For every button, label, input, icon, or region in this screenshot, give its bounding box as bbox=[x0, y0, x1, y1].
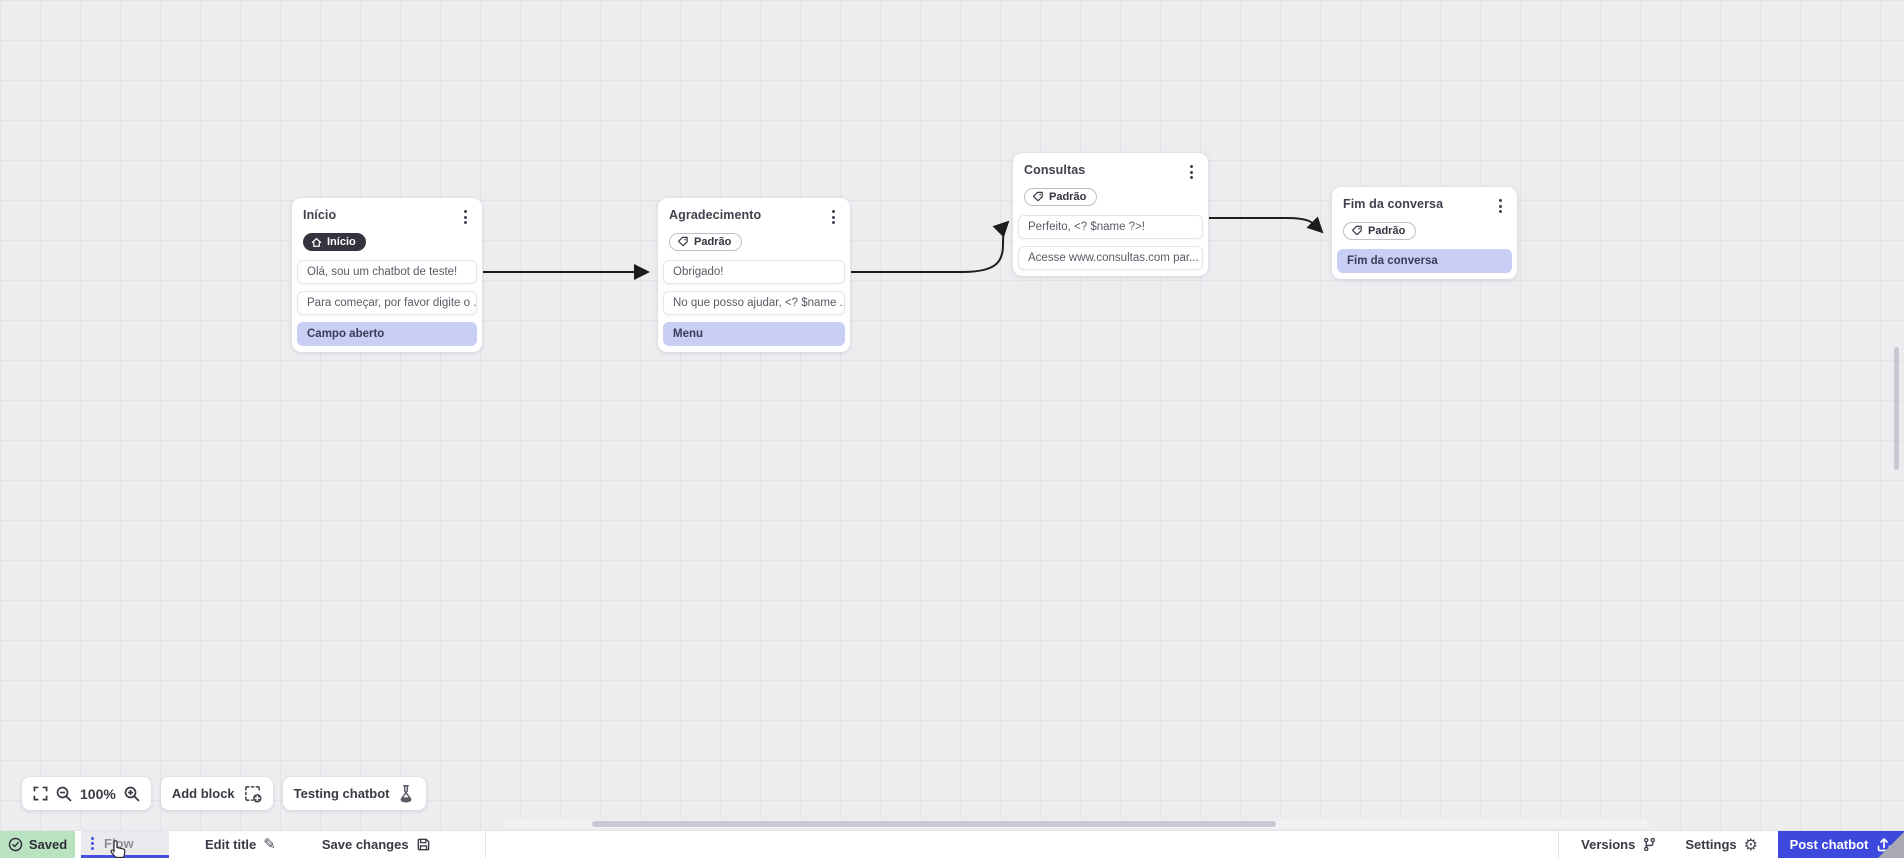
tag-icon bbox=[677, 236, 689, 248]
zoom-out-icon bbox=[56, 786, 72, 802]
node-row[interactable]: Campo aberto bbox=[297, 322, 477, 346]
connector-agradecimento-consultas[interactable] bbox=[851, 222, 1008, 272]
node-title: Fim da conversa bbox=[1343, 197, 1443, 211]
flow-node-fim-da-conversa[interactable]: Fim da conversa Padrão Fim da conversa bbox=[1332, 187, 1517, 279]
statusbar-spacer bbox=[486, 831, 1559, 858]
add-block-icon bbox=[243, 784, 262, 803]
versions-button[interactable]: Versions bbox=[1567, 831, 1671, 858]
node-row[interactable]: Menu bbox=[663, 322, 845, 346]
node-type-badge: Padrão bbox=[669, 233, 742, 251]
canvas-toolbar: 100% Add block Testing chatbot bbox=[22, 777, 426, 810]
edit-title-button[interactable]: Edit title ✎ bbox=[191, 831, 290, 858]
statusbar-divider bbox=[1558, 831, 1559, 858]
flask-icon bbox=[397, 784, 415, 803]
node-type-badge: Padrão bbox=[1343, 222, 1416, 240]
node-row[interactable]: Olá, sou um chatbot de teste! bbox=[297, 260, 477, 284]
zoom-out-button[interactable] bbox=[56, 786, 72, 802]
versions-branch-icon bbox=[1642, 837, 1657, 852]
save-icon bbox=[416, 837, 431, 852]
bottom-status-bar: Saved Flow Edit title ✎ Save changes Ver… bbox=[0, 830, 1904, 858]
add-block-button[interactable]: Add block bbox=[161, 777, 273, 810]
zoom-controls: 100% bbox=[22, 777, 151, 810]
flow-node-agradecimento[interactable]: Agradecimento Padrão Obrigado! No que po… bbox=[658, 198, 850, 352]
home-icon bbox=[311, 237, 322, 248]
node-menu-button[interactable] bbox=[461, 208, 470, 226]
node-menu-button[interactable] bbox=[1496, 197, 1505, 215]
vertical-scrollbar-thumb[interactable] bbox=[1894, 347, 1899, 470]
node-title: Consultas bbox=[1024, 163, 1085, 177]
gear-icon: ⚙ bbox=[1744, 837, 1758, 853]
node-row[interactable]: No que posso ajudar, <? $name ... bbox=[663, 291, 845, 315]
node-row[interactable]: Fim da conversa bbox=[1337, 249, 1512, 273]
flow-node-inicio[interactable]: Início Início Olá, sou um chatbot de tes… bbox=[292, 198, 482, 352]
node-type-badge: Padrão bbox=[1024, 188, 1097, 206]
node-title: Agradecimento bbox=[669, 208, 761, 222]
flow-node-consultas[interactable]: Consultas Padrão Perfeito, <? $name ?>! … bbox=[1013, 153, 1208, 276]
node-row[interactable]: Perfeito, <? $name ?>! bbox=[1018, 215, 1203, 239]
tab-flow[interactable]: Flow bbox=[81, 831, 169, 858]
flow-edges bbox=[0, 0, 1904, 830]
node-title: Início bbox=[303, 208, 336, 222]
zoom-in-button[interactable] bbox=[124, 786, 140, 802]
node-row[interactable]: Obrigado! bbox=[663, 260, 845, 284]
node-row[interactable]: Acesse www.consultas.com par... bbox=[1018, 246, 1203, 270]
zoom-in-icon bbox=[124, 786, 140, 802]
check-circle-icon bbox=[8, 837, 23, 852]
settings-button[interactable]: Settings ⚙ bbox=[1671, 831, 1772, 858]
fullscreen-icon bbox=[33, 786, 48, 801]
window-resize-grip bbox=[1878, 832, 1904, 858]
node-menu-button[interactable] bbox=[1187, 163, 1196, 181]
tag-icon bbox=[1032, 191, 1044, 203]
node-menu-button[interactable] bbox=[829, 208, 838, 226]
node-type-badge: Início bbox=[303, 233, 366, 251]
saved-status-badge: Saved bbox=[0, 831, 75, 858]
fullscreen-button[interactable] bbox=[33, 786, 48, 801]
drag-handle-icon[interactable] bbox=[91, 837, 94, 850]
flow-canvas[interactable]: Início Início Olá, sou um chatbot de tes… bbox=[0, 0, 1904, 830]
zoom-level: 100% bbox=[80, 786, 116, 802]
testing-chatbot-button[interactable]: Testing chatbot bbox=[283, 777, 427, 810]
connector-consultas-fim[interactable] bbox=[1209, 218, 1322, 232]
node-row[interactable]: Para começar, por favor digite o ... bbox=[297, 291, 477, 315]
pencil-icon: ✎ bbox=[263, 837, 276, 852]
horizontal-scrollbar-thumb[interactable] bbox=[592, 821, 1276, 827]
save-changes-button[interactable]: Save changes bbox=[308, 831, 445, 858]
tag-icon bbox=[1351, 225, 1363, 237]
